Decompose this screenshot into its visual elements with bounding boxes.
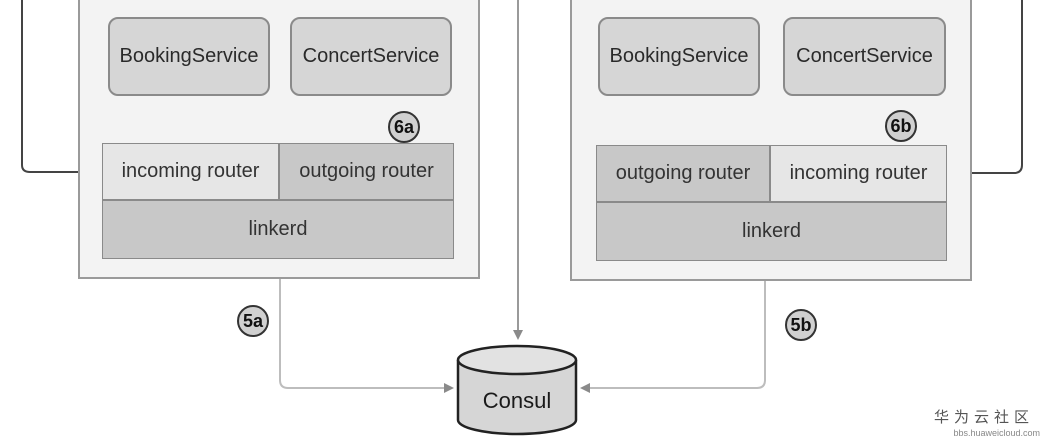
left-booking-service-label: BookingService: [119, 45, 259, 67]
left-incoming-router-label: incoming router: [121, 160, 260, 182]
left-concert-service: ConcertService: [290, 17, 452, 96]
footer-site-name: 华为云社区: [933, 409, 1034, 426]
consul-label: Consul: [482, 388, 552, 413]
right-outgoing-router-label: outgoing router: [615, 162, 751, 184]
left-incoming-router: incoming router: [102, 143, 279, 200]
step-badge-6b: 6b: [885, 110, 917, 142]
left-outgoing-router-label: outgoing router: [299, 160, 434, 182]
step-badge-5a: 5a: [237, 305, 269, 337]
left-linkerd: linkerd: [102, 200, 454, 259]
right-concert-service-label: ConcertService: [796, 45, 933, 67]
right-booking-service: BookingService: [598, 17, 760, 96]
right-incoming-router-label: incoming router: [789, 162, 928, 184]
left-registry-line: [279, 262, 454, 393]
footer-site-url: bbs.huaweicloud.com: [953, 428, 1040, 438]
step-badge-5b: 5b: [785, 309, 817, 341]
right-external-inbound-line: [948, 0, 1023, 179]
right-concert-service: ConcertService: [783, 17, 946, 96]
left-linkerd-label: linkerd: [248, 218, 308, 240]
right-linkerd: linkerd: [596, 202, 947, 261]
left-concert-service-label: ConcertService: [302, 45, 440, 67]
consul-database-icon: [456, 344, 578, 436]
right-booking-service-label: BookingService: [609, 45, 749, 67]
left-external-inbound-line: [21, 0, 100, 178]
right-outgoing-router: outgoing router: [596, 145, 770, 202]
right-linkerd-label: linkerd: [742, 220, 801, 242]
left-outgoing-router: outgoing router: [279, 143, 454, 200]
left-booking-service: BookingService: [108, 17, 270, 96]
right-registry-line: [580, 262, 766, 393]
right-incoming-router: incoming router: [770, 145, 947, 202]
step-badge-6a: 6a: [388, 111, 420, 143]
